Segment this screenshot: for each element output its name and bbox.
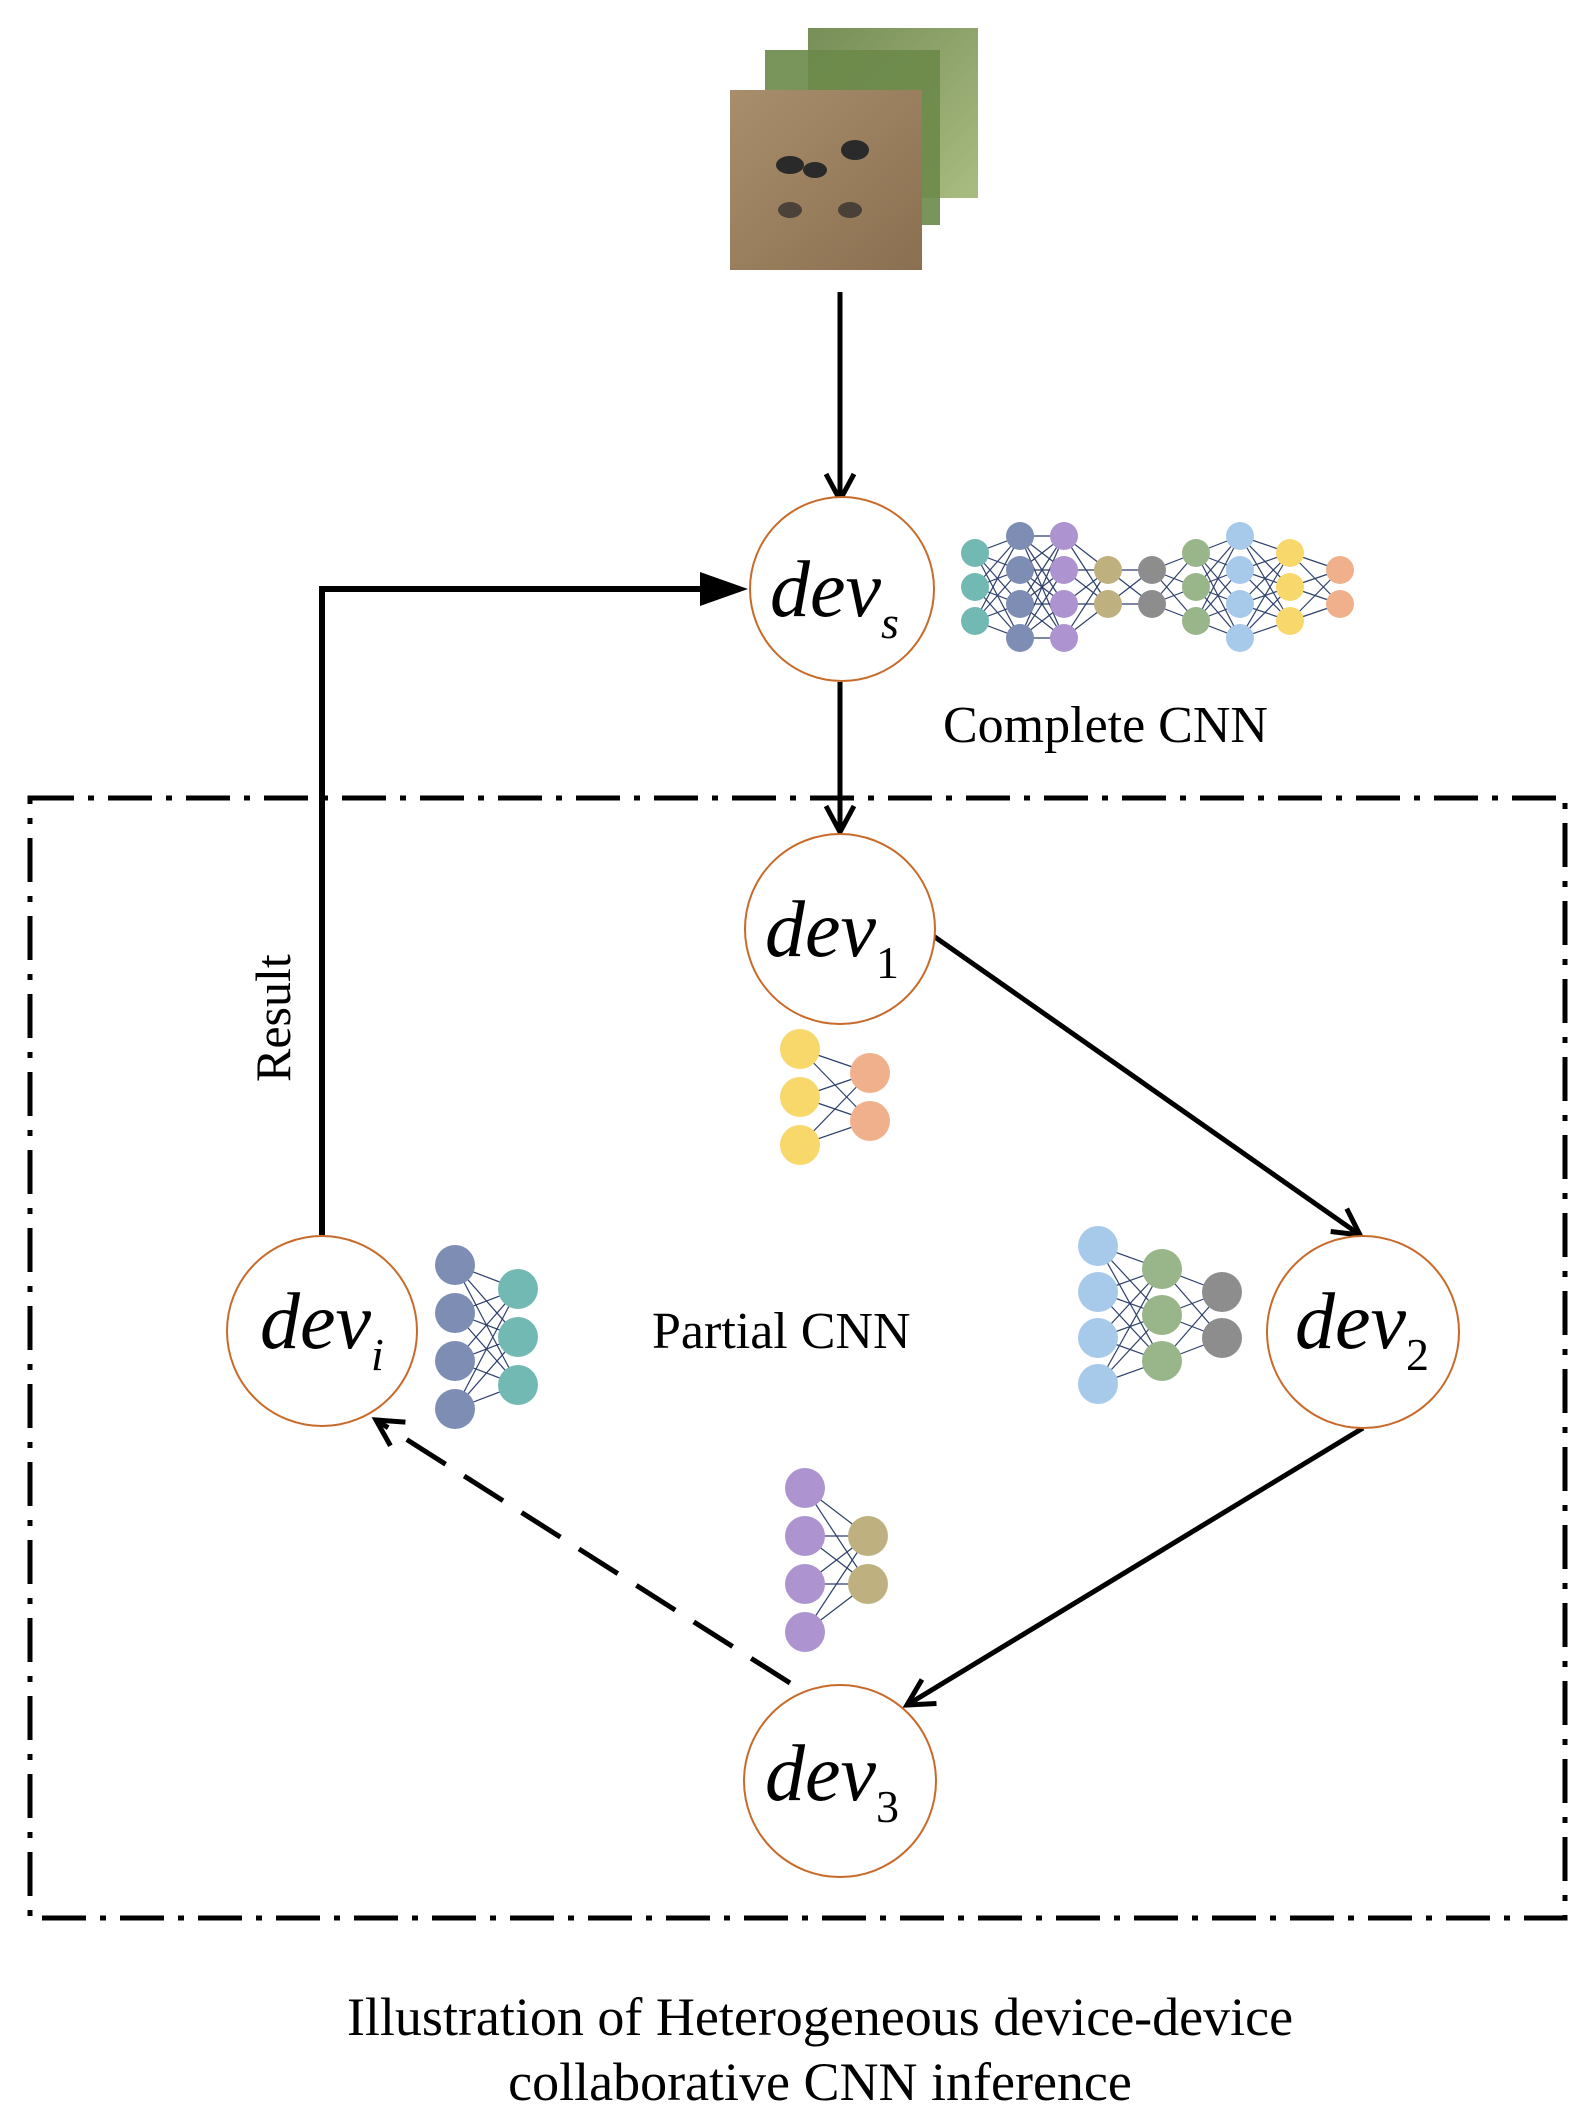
dev-i-net-neuron [435, 1341, 475, 1381]
dev-1-net-neuron [780, 1077, 820, 1117]
caption-line-1: Illustration of Heterogeneous device-dev… [347, 1987, 1293, 2047]
complete-cnn-label: Complete CNN [943, 697, 1268, 754]
dev-3-partial-network [785, 1468, 888, 1652]
complete-cnn-neuron [1050, 624, 1078, 652]
complete-cnn-neuron [1276, 573, 1304, 601]
dev-i-net-neuron [498, 1365, 538, 1405]
complete-cnn-neuron [961, 573, 989, 601]
dev-s-base: dev [770, 546, 882, 634]
dev-1-base: dev [765, 886, 877, 974]
complete-cnn-neuron [1226, 522, 1254, 550]
dev-3-net-neuron [785, 1612, 825, 1652]
dev-i-partial-network [435, 1245, 538, 1429]
complete-cnn-neuron [961, 539, 989, 567]
node-dev-i: devi [226, 1235, 418, 1427]
image-layer-front [730, 90, 922, 270]
partial-cnn-label: Partial CNN [652, 1303, 911, 1360]
dev-i-sub: i [371, 1329, 384, 1380]
complete-cnn-neuron [1182, 539, 1210, 567]
node-dev-3: dev3 [743, 1684, 937, 1878]
complete-cnn-neuron [961, 607, 989, 635]
complete-cnn-neuron [1006, 522, 1034, 550]
dev-3-net-neuron [785, 1516, 825, 1556]
complete-cnn-neuron [1226, 556, 1254, 584]
complete-cnn-neuron [1094, 556, 1122, 584]
dev-1-partial-network [780, 1029, 890, 1165]
dev-2-net-edge [1097, 1268, 1163, 1385]
complete-cnn-network [961, 522, 1354, 652]
complete-cnn-neuron [1050, 556, 1078, 584]
svg-text:dev2: dev2 [1295, 1278, 1429, 1380]
complete-cnn-neuron [1226, 590, 1254, 618]
dev-3-net-neuron [785, 1564, 825, 1604]
complete-cnn-neuron [1094, 590, 1122, 618]
dev-i-net-neuron [435, 1389, 475, 1429]
arrow-dev-1-to-dev-2 [930, 932, 1365, 1239]
complete-cnn-neuron [1182, 573, 1210, 601]
dev-3-sub: 3 [876, 1781, 899, 1832]
dev-3-net-neuron [848, 1564, 888, 1604]
arrow-dev-2-to-dev-3 [902, 1425, 1365, 1708]
dev-1-net-neuron [780, 1029, 820, 1069]
dev-1-sub: 1 [876, 937, 899, 988]
birds-icon [776, 140, 869, 218]
dev-2-net-neuron [1078, 1226, 1118, 1266]
dev-2-net-neuron [1142, 1341, 1182, 1381]
dev-i-net-neuron [435, 1245, 475, 1285]
svg-text:dev1: dev1 [765, 886, 899, 988]
complete-cnn-edge [1239, 552, 1291, 639]
complete-cnn-neuron [1006, 556, 1034, 584]
dev-3-net-neuron [848, 1516, 888, 1556]
dev-2-net-neuron [1142, 1249, 1182, 1289]
complete-cnn-neuron [1006, 624, 1034, 652]
node-dev-2: dev2 [1266, 1235, 1460, 1429]
arrow-head-result [700, 572, 748, 606]
arrow-dev-3-to-dev-i [371, 1417, 792, 1686]
complete-cnn-edge [1195, 535, 1241, 622]
complete-cnn-neuron [1138, 556, 1166, 584]
complete-cnn-neuron [1226, 624, 1254, 652]
complete-cnn-neuron [1326, 556, 1354, 584]
dev-3-base: dev [765, 1730, 877, 1818]
dev-i-net-neuron [498, 1317, 538, 1357]
dev-2-sub: 2 [1406, 1329, 1429, 1380]
complete-cnn-edge [974, 535, 1021, 622]
arrow-result-to-dev-s [319, 586, 726, 1235]
dev-3-net-neuron [785, 1468, 825, 1508]
result-label: Result [245, 954, 301, 1082]
complete-cnn-neuron [1050, 522, 1078, 550]
node-dev-1: dev1 [744, 833, 936, 1025]
dev-2-net-neuron [1202, 1272, 1242, 1312]
complete-cnn-neuron [1276, 607, 1304, 635]
complete-cnn-neuron [1326, 590, 1354, 618]
dev-1-net-neuron [850, 1101, 890, 1141]
input-image-stack [730, 28, 978, 270]
dev-2-net-neuron [1078, 1272, 1118, 1312]
dev-i-net-neuron [435, 1293, 475, 1333]
dev-2-net-neuron [1078, 1318, 1118, 1358]
dev-2-net-neuron [1142, 1295, 1182, 1335]
dev-2-base: dev [1295, 1278, 1407, 1366]
complete-cnn-neuron [1276, 539, 1304, 567]
node-dev-s: devs [749, 496, 935, 682]
caption-line-2: collaborative CNN inference [508, 2052, 1132, 2112]
dev-s-sub: s [881, 597, 899, 648]
dev-i-net-neuron [498, 1269, 538, 1309]
dev-i-base: dev [260, 1278, 372, 1366]
complete-cnn-edge [1019, 535, 1065, 639]
svg-text:devi: devi [260, 1278, 384, 1380]
dev-2-partial-network [1078, 1226, 1242, 1404]
dev-1-net-neuron [850, 1053, 890, 1093]
complete-cnn-neuron [1182, 607, 1210, 635]
complete-cnn-neuron [1006, 590, 1034, 618]
complete-cnn-neuron [1050, 590, 1078, 618]
complete-cnn-neuron [1138, 590, 1166, 618]
dev-2-net-neuron [1078, 1364, 1118, 1404]
dev-2-net-neuron [1202, 1318, 1242, 1358]
dev-i-net-edge [454, 1288, 519, 1410]
dev-1-net-neuron [780, 1125, 820, 1165]
svg-text:dev3: dev3 [765, 1730, 899, 1832]
svg-text:devs: devs [770, 546, 899, 648]
